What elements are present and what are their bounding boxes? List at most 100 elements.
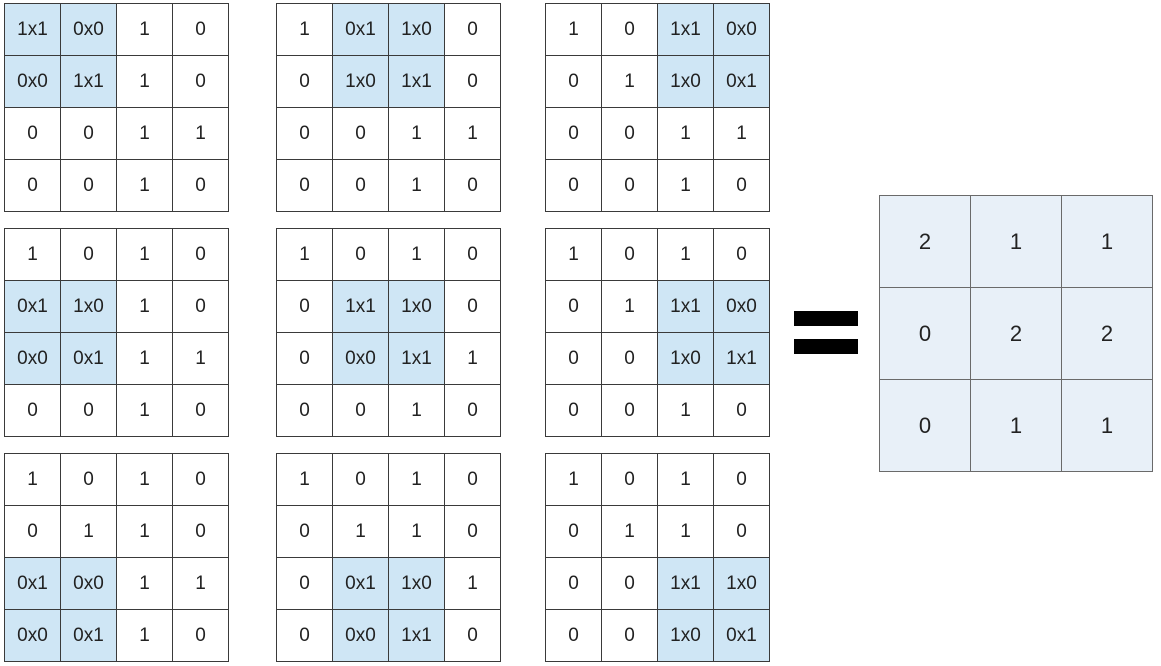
- result-cell: 0: [879, 287, 971, 380]
- matrix-cell: 0: [172, 55, 229, 108]
- matrix-cell: 0: [60, 159, 117, 212]
- matrix-cell: 0: [60, 107, 117, 160]
- kernel-cell: 0x0: [60, 3, 117, 56]
- kernel-cell: 0x1: [332, 3, 389, 56]
- kernel-cell: 1x1: [657, 280, 714, 333]
- matrix-cell: 1: [172, 557, 229, 610]
- matrix-cell: 1: [332, 505, 389, 558]
- matrix-cell: 0: [601, 228, 658, 281]
- matrix-cell: 1: [4, 453, 61, 506]
- kernel-cell: 1x0: [657, 609, 714, 662]
- matrix-cell: 0: [444, 280, 501, 333]
- matrix-cell: 0: [601, 384, 658, 437]
- kernel-cell: 1x0: [657, 55, 714, 108]
- matrix-cell: 0: [172, 159, 229, 212]
- result-cell: 2: [1061, 287, 1153, 380]
- matrix-cell: 0: [444, 384, 501, 437]
- result-cell: 1: [1061, 195, 1153, 288]
- matrix-cell: 0: [545, 280, 602, 333]
- kernel-cell: 1x1: [388, 609, 445, 662]
- kernel-cell: 1x0: [388, 280, 445, 333]
- matrix-cell: 1: [601, 505, 658, 558]
- matrix-cell: 1: [545, 453, 602, 506]
- matrix-cell: 1: [116, 228, 173, 281]
- matrix-cell: 1: [276, 228, 333, 281]
- kernel-cell: 0x0: [60, 557, 117, 610]
- kernel-cell: 0x1: [332, 557, 389, 610]
- matrix-cell: 0: [545, 609, 602, 662]
- matrix-cell: 1: [444, 332, 501, 385]
- matrix-cell: 1: [444, 107, 501, 160]
- matrix-cell: 0: [172, 609, 229, 662]
- matrix-cell: 0: [172, 453, 229, 506]
- matrix-cell: 0: [601, 107, 658, 160]
- matrix-cell: 0: [444, 55, 501, 108]
- kernel-cell: 1x1: [60, 55, 117, 108]
- matrix-cell: 1: [276, 3, 333, 56]
- kernel-cell: 0x1: [4, 280, 61, 333]
- matrix-cell: 0: [713, 159, 770, 212]
- matrix-cell: 0: [601, 159, 658, 212]
- matrix-cell: 1: [116, 384, 173, 437]
- matrix-cell: 0: [332, 228, 389, 281]
- matrix-cell: 1: [388, 107, 445, 160]
- matrix-cell: 0: [276, 159, 333, 212]
- matrix-cell: 0: [276, 609, 333, 662]
- matrix-cell: 0: [444, 159, 501, 212]
- matrix-cell: 1: [444, 557, 501, 610]
- result-cell: 1: [970, 195, 1062, 288]
- matrix-cell: 0: [601, 3, 658, 56]
- matrix-cell: 1: [276, 453, 333, 506]
- kernel-cell: 0x0: [332, 609, 389, 662]
- kernel-cell: 1x1: [713, 332, 770, 385]
- matrix-cell: 0: [444, 505, 501, 558]
- result-cell: 1: [970, 379, 1062, 472]
- matrix-cell: 0: [713, 228, 770, 281]
- matrix-cell: 1: [172, 107, 229, 160]
- kernel-cell: 1x1: [388, 55, 445, 108]
- kernel-cell: 0x1: [60, 609, 117, 662]
- matrix-cell: 1: [657, 505, 714, 558]
- matrix-cell: 1: [388, 453, 445, 506]
- matrix-cell: 0: [444, 3, 501, 56]
- matrix-cell: 0: [444, 453, 501, 506]
- matrix-cell: 1: [388, 159, 445, 212]
- matrix-cell: 1: [388, 228, 445, 281]
- matrix-cell: 0: [545, 107, 602, 160]
- matrix-cell: 0: [276, 107, 333, 160]
- matrix-cell: 0: [276, 505, 333, 558]
- kernel-cell: 1x0: [388, 3, 445, 56]
- matrix-cell: 0: [332, 159, 389, 212]
- result-cell: 2: [970, 287, 1062, 380]
- kernel-cell: 0x0: [332, 332, 389, 385]
- matrix-cell: 1: [713, 107, 770, 160]
- matrix-cell: 1: [601, 55, 658, 108]
- matrix-cell: 0: [172, 228, 229, 281]
- matrix-cell: 0: [713, 384, 770, 437]
- matrix-cell: 1: [60, 505, 117, 558]
